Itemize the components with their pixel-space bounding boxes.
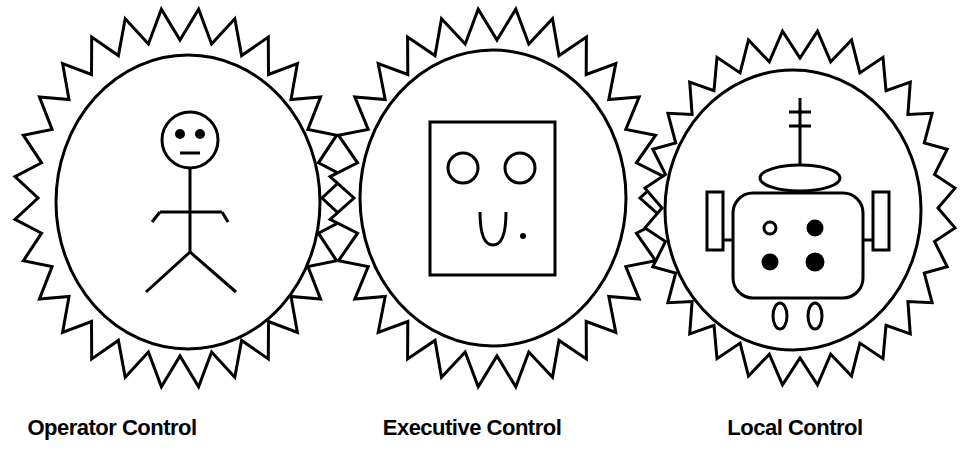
gear-hub [360, 50, 626, 346]
robot-figure [707, 98, 889, 329]
gear-hub [56, 55, 320, 349]
gear-outline [15, 9, 345, 387]
gear-label: Local Control [727, 415, 862, 441]
gear-node: Executive Control [335, 0, 665, 465]
gear-outline [645, 31, 955, 385]
gear-outline [330, 9, 664, 387]
gear-node: Operator Control [0, 0, 345, 465]
computer-face [430, 122, 555, 275]
gear-label: Operator Control [27, 415, 196, 441]
operator-figure [146, 112, 236, 292]
gear-label: Executive Control [383, 415, 562, 441]
gear-hub [665, 70, 921, 350]
gear-node: Local Control [660, 0, 960, 465]
